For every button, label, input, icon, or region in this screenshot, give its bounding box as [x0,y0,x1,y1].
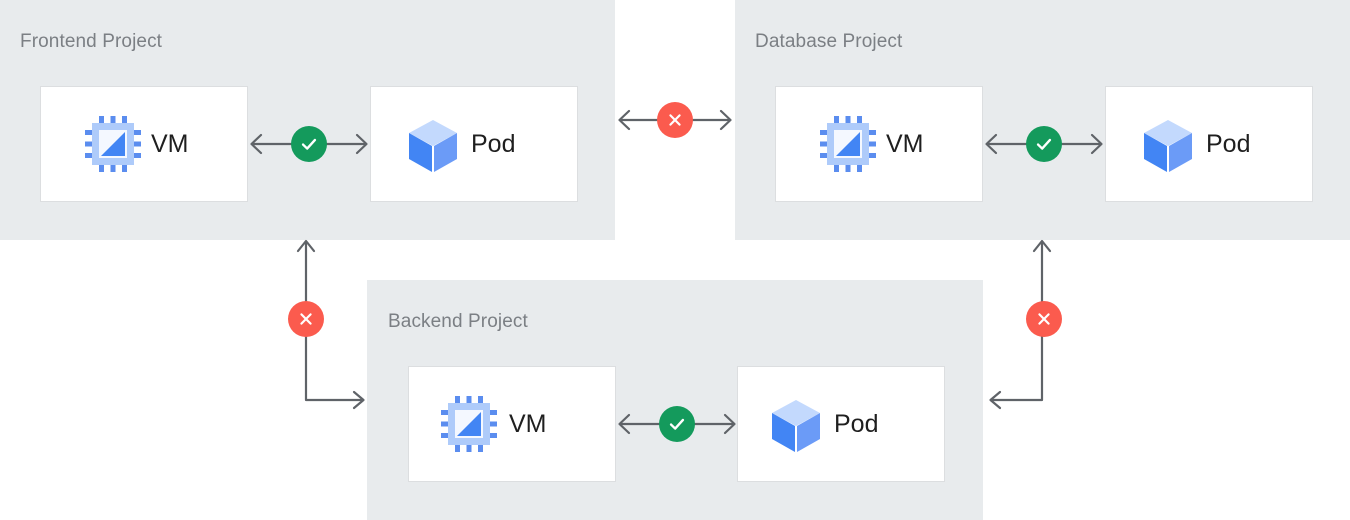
vm-chip-icon [85,116,141,172]
vm-chip-icon [820,116,876,172]
project-title-database: Database Project [755,31,903,52]
resource-label-backend-vm: VM [509,410,547,438]
resource-label-database-pod: Pod [1206,130,1251,158]
cross-icon [300,313,312,325]
pod-cube-icon [1140,116,1196,172]
status-badge-allowed-backend[interactable] [659,406,695,442]
resource-card-database-pod[interactable]: Pod [1105,86,1313,202]
status-badge-blocked-frontend-backend[interactable] [288,301,324,337]
resource-card-frontend-vm[interactable]: VM [40,86,248,202]
check-icon [1036,138,1052,150]
status-badge-blocked-frontend-database[interactable] [657,102,693,138]
pod-cube-icon [405,116,461,172]
vm-chip-icon [441,396,497,452]
check-icon [669,418,685,430]
status-badge-allowed-frontend[interactable] [291,126,327,162]
cross-icon [1038,313,1050,325]
resource-label-frontend-vm: VM [151,130,189,158]
cross-icon [669,114,681,126]
resource-label-backend-pod: Pod [834,410,879,438]
resource-card-frontend-pod[interactable]: Pod [370,86,578,202]
status-badge-allowed-database[interactable] [1026,126,1062,162]
project-title-backend: Backend Project [388,311,528,332]
resource-card-backend-pod[interactable]: Pod [737,366,945,482]
resource-label-database-vm: VM [886,130,924,158]
pod-cube-icon [768,396,824,452]
check-icon [301,138,317,150]
status-badge-blocked-database-backend[interactable] [1026,301,1062,337]
resource-label-frontend-pod: Pod [471,130,516,158]
project-title-frontend: Frontend Project [20,31,163,52]
resource-card-backend-vm[interactable]: VM [408,366,616,482]
resource-card-database-vm[interactable]: VM [775,86,983,202]
